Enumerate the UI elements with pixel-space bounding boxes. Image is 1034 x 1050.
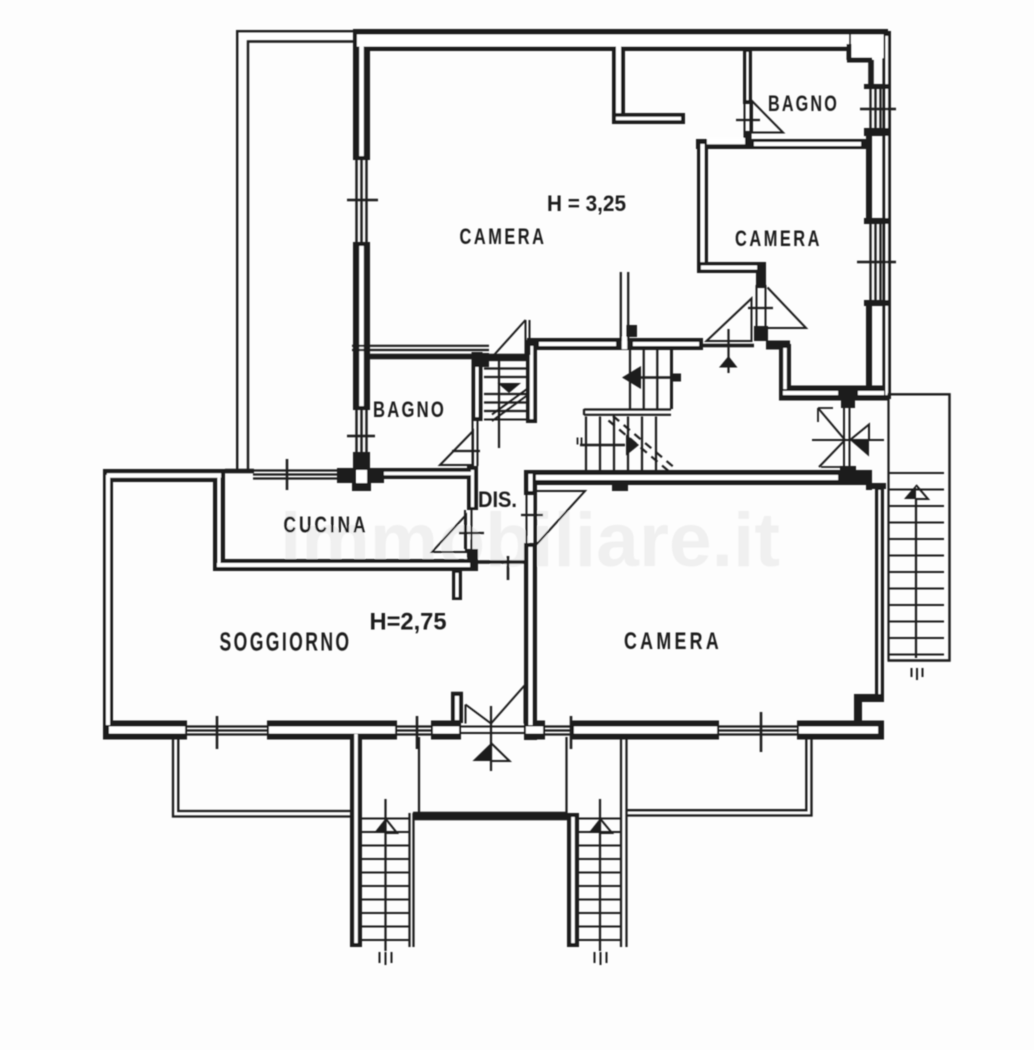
svg-text:CUCINA: CUCINA (284, 512, 369, 538)
svg-text:H=2,75: H=2,75 (370, 609, 447, 636)
svg-text:SOGGIORNO: SOGGIORNO (220, 629, 352, 657)
svg-text:CAMERA: CAMERA (735, 226, 822, 251)
svg-text:CAMERA: CAMERA (624, 628, 722, 655)
svg-text:DIS.: DIS. (478, 487, 517, 512)
svg-text:BAGNO: BAGNO (373, 397, 446, 422)
svg-text:BAGNO: BAGNO (768, 91, 839, 116)
svg-text:H = 3,25: H = 3,25 (547, 191, 626, 216)
svg-text:CAMERA: CAMERA (460, 224, 547, 249)
